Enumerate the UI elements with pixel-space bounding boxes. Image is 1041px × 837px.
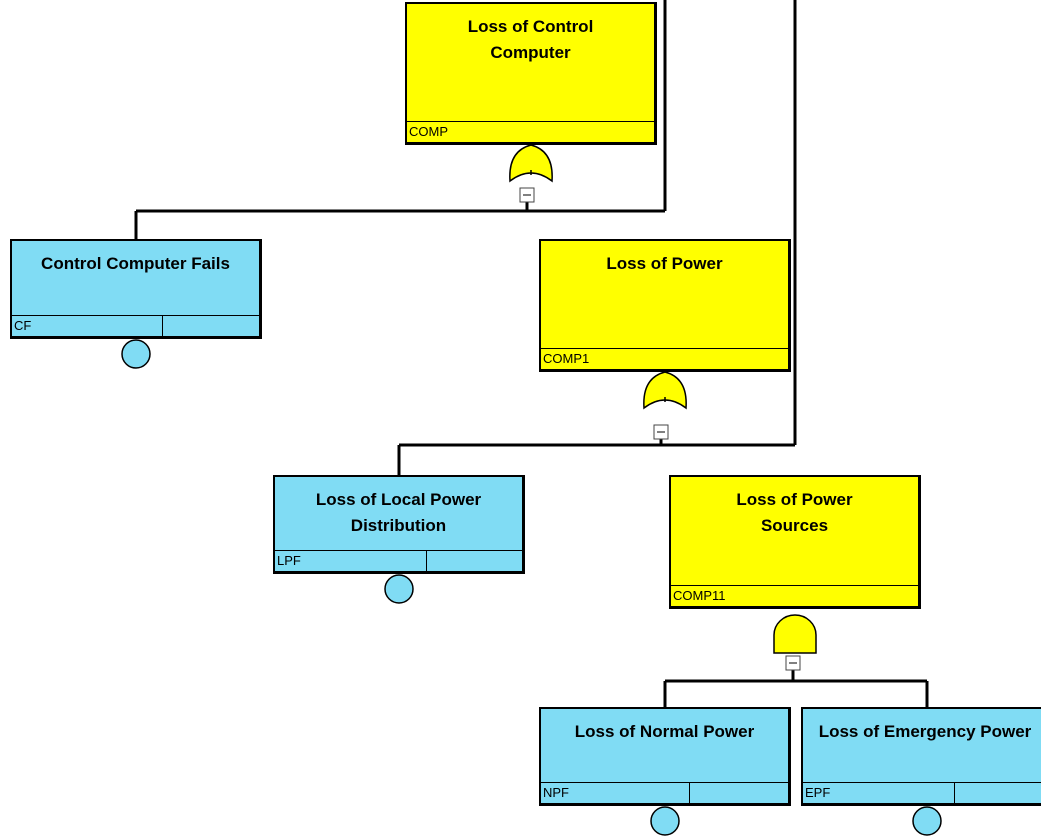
- event-id: LPF: [277, 553, 301, 568]
- event-id-row: LPF: [275, 550, 522, 571]
- event-label: Control Computer Fails: [41, 254, 230, 273]
- or-gate-icon: [509, 144, 553, 183]
- event-label: Loss of Power Sources: [736, 490, 853, 535]
- id-cell-divider: [162, 316, 163, 336]
- event-node-npf[interactable]: Loss of Normal Power NPF: [539, 707, 791, 806]
- event-node-comp11[interactable]: Loss of Power Sources COMP11: [669, 475, 921, 609]
- event-id-row: COMP11: [671, 585, 918, 606]
- event-label: Loss of Emergency Power: [818, 722, 1032, 741]
- event-id: EPF: [805, 785, 831, 800]
- event-id: NPF: [543, 785, 569, 800]
- event-id-row: CF: [12, 315, 259, 336]
- basic-event-circle-icon: [384, 574, 414, 604]
- event-id-row: COMP1: [541, 348, 788, 369]
- event-node-epf[interactable]: Loss of Emergency Power EPF: [801, 707, 1041, 806]
- event-id-row: EPF: [803, 782, 1041, 803]
- event-id-row: COMP: [407, 121, 654, 142]
- id-cell-divider: [426, 551, 427, 571]
- event-id: COMP11: [673, 588, 726, 603]
- event-label: Loss of Normal Power: [574, 722, 755, 741]
- and-gate-icon: [773, 614, 817, 654]
- event-id: CF: [14, 318, 32, 333]
- id-cell-divider: [954, 783, 955, 803]
- basic-event-circle-icon: [650, 806, 680, 836]
- id-cell-divider: [689, 783, 690, 803]
- event-node-comp1[interactable]: Loss of Power COMP1: [539, 239, 791, 372]
- event-label: Loss of Local Power Distribution: [315, 490, 482, 535]
- event-node-lpf[interactable]: Loss of Local Power Distribution LPF: [273, 475, 525, 574]
- basic-event-circle-icon: [121, 339, 151, 369]
- event-label: Loss of Power: [606, 254, 723, 273]
- event-node-cf[interactable]: Control Computer Fails CF: [10, 239, 262, 339]
- event-id: COMP1: [543, 351, 590, 366]
- event-label: Loss of Control Computer: [467, 17, 594, 62]
- basic-event-circle-icon: [912, 806, 942, 836]
- event-id-row: NPF: [541, 782, 788, 803]
- event-id: COMP: [409, 124, 448, 139]
- event-node-comp[interactable]: Loss of Control Computer COMP: [405, 2, 657, 145]
- or-gate-icon: [643, 371, 687, 410]
